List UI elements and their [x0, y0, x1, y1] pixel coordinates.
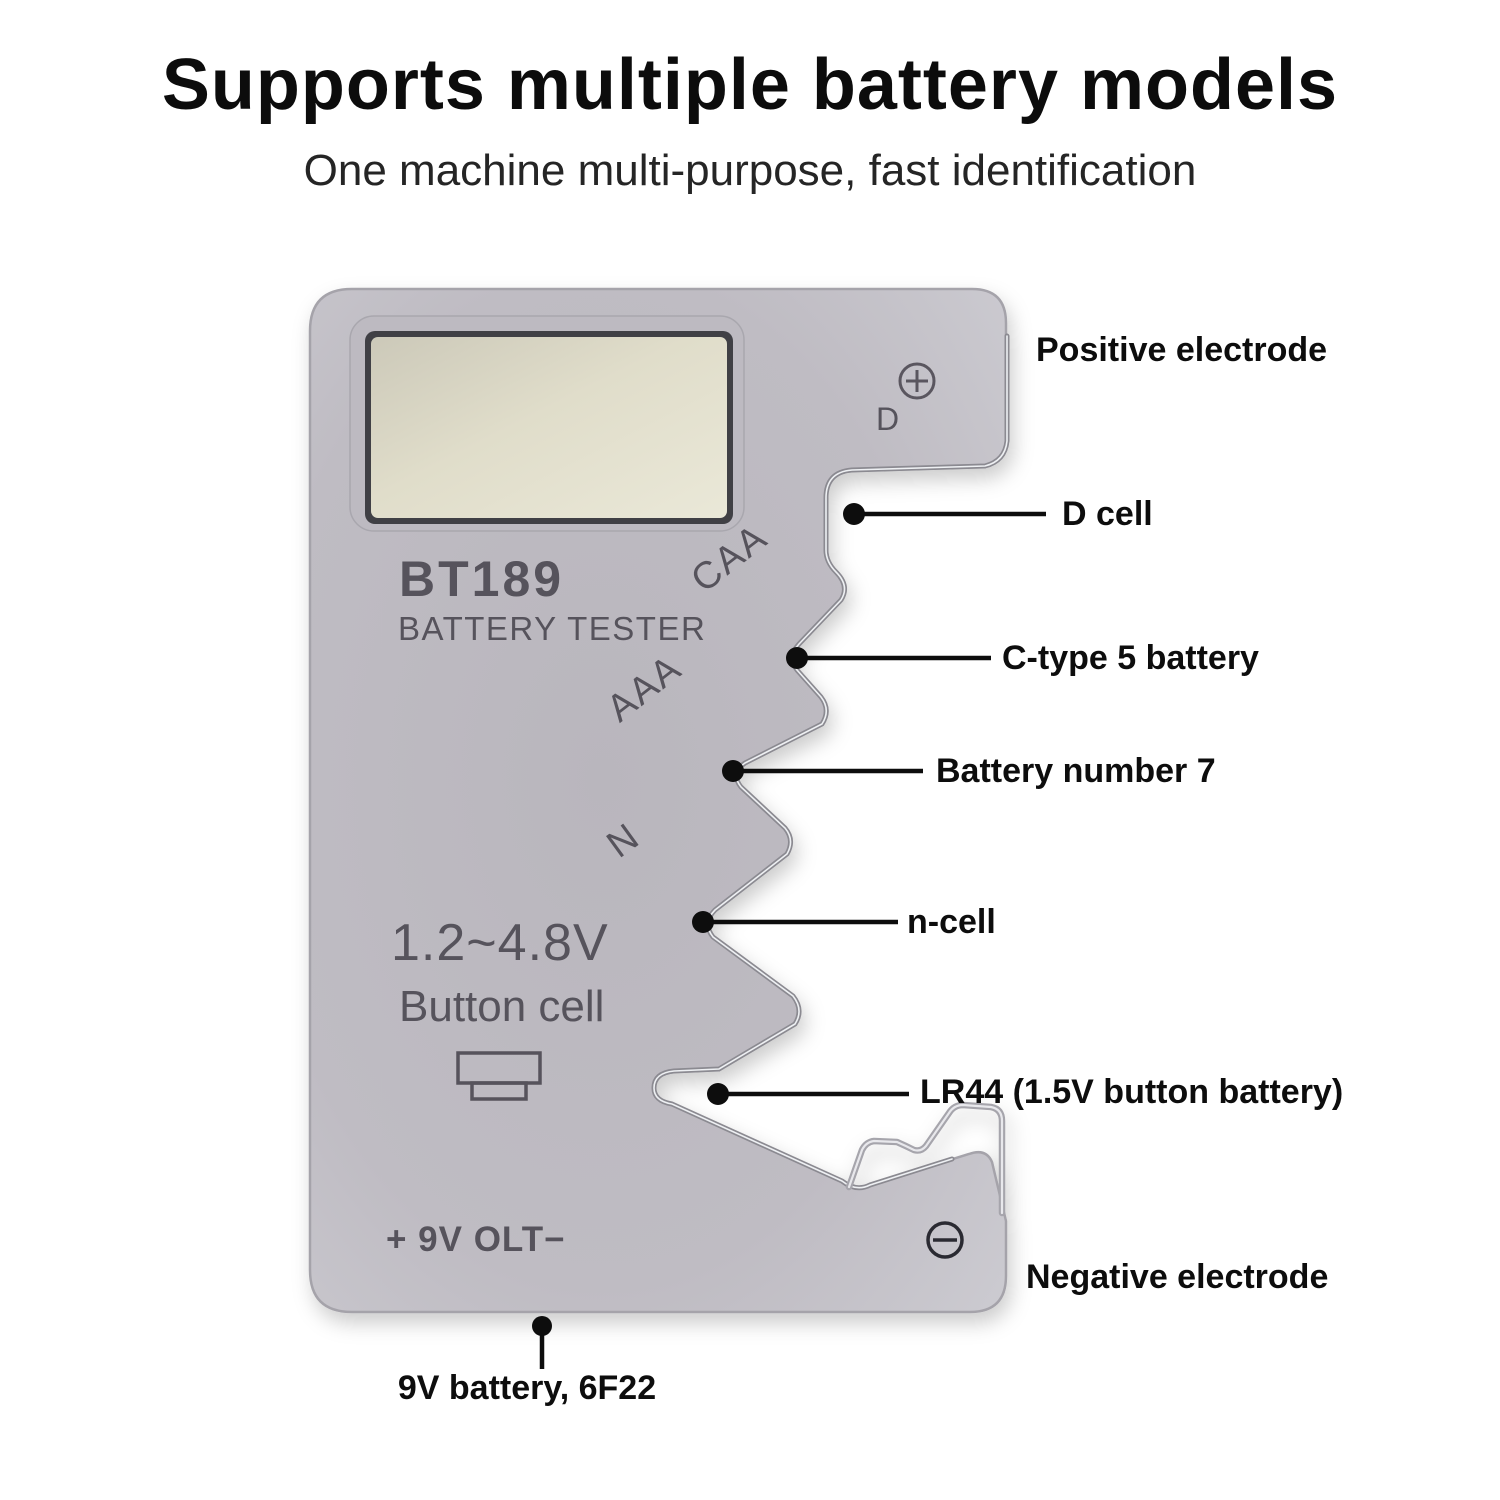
- page-title: Supports multiple battery models: [161, 45, 1339, 125]
- voltage-range-label: 1.2~4.8V: [391, 914, 609, 972]
- callout-dot: [843, 503, 865, 525]
- callout-label-positive-electrode: Positive electrode: [1036, 331, 1328, 369]
- slot-label-d: D: [876, 401, 899, 437]
- callout-dot: [722, 760, 744, 782]
- tester-device: D BT189 BATTERY TESTER CAA AAA N 1.2~4.8…: [308, 287, 1010, 1314]
- button-cell-label: Button cell: [399, 982, 604, 1031]
- lcd-screen: [371, 337, 727, 518]
- callout-battery-7: [722, 760, 923, 782]
- callout-n-cell: [692, 911, 898, 933]
- callout-dot: [692, 911, 714, 933]
- callout-label-negative-electrode: Negative electrode: [1026, 1258, 1329, 1296]
- callout-label-lr44: LR44 (1.5V button battery): [920, 1073, 1344, 1111]
- callout-dot: [532, 1316, 552, 1336]
- button-cell-icon: [456, 1051, 542, 1101]
- callout-label-battery-number-7: Battery number 7: [936, 752, 1216, 790]
- callout-label-d-cell: D cell: [1062, 495, 1153, 533]
- callout-d-cell: [843, 503, 1046, 525]
- callout-9v: [532, 1316, 552, 1369]
- callout-lr44: [707, 1083, 909, 1105]
- callout-dot: [707, 1083, 729, 1105]
- callout-label-c-type-battery: C-type 5 battery: [1002, 639, 1259, 677]
- minus-terminal-icon: [926, 1221, 964, 1259]
- nine-volt-label: + 9V OLT−: [386, 1220, 566, 1259]
- callout-lines: [532, 503, 1046, 1369]
- plus-terminal-icon: [898, 362, 936, 400]
- device-type-label: BATTERY TESTER: [398, 610, 706, 647]
- wire-spring-highlight: [847, 1103, 1004, 1215]
- callout-label-9v-battery: 9V battery, 6F22: [397, 1369, 657, 1407]
- device-model: BT189: [399, 551, 564, 607]
- callout-dot: [786, 647, 808, 669]
- callout-c-type: [786, 647, 991, 669]
- callout-label-n-cell: n-cell: [907, 903, 996, 941]
- page-subtitle: One machine multi-purpose, fast identifi…: [303, 146, 1197, 195]
